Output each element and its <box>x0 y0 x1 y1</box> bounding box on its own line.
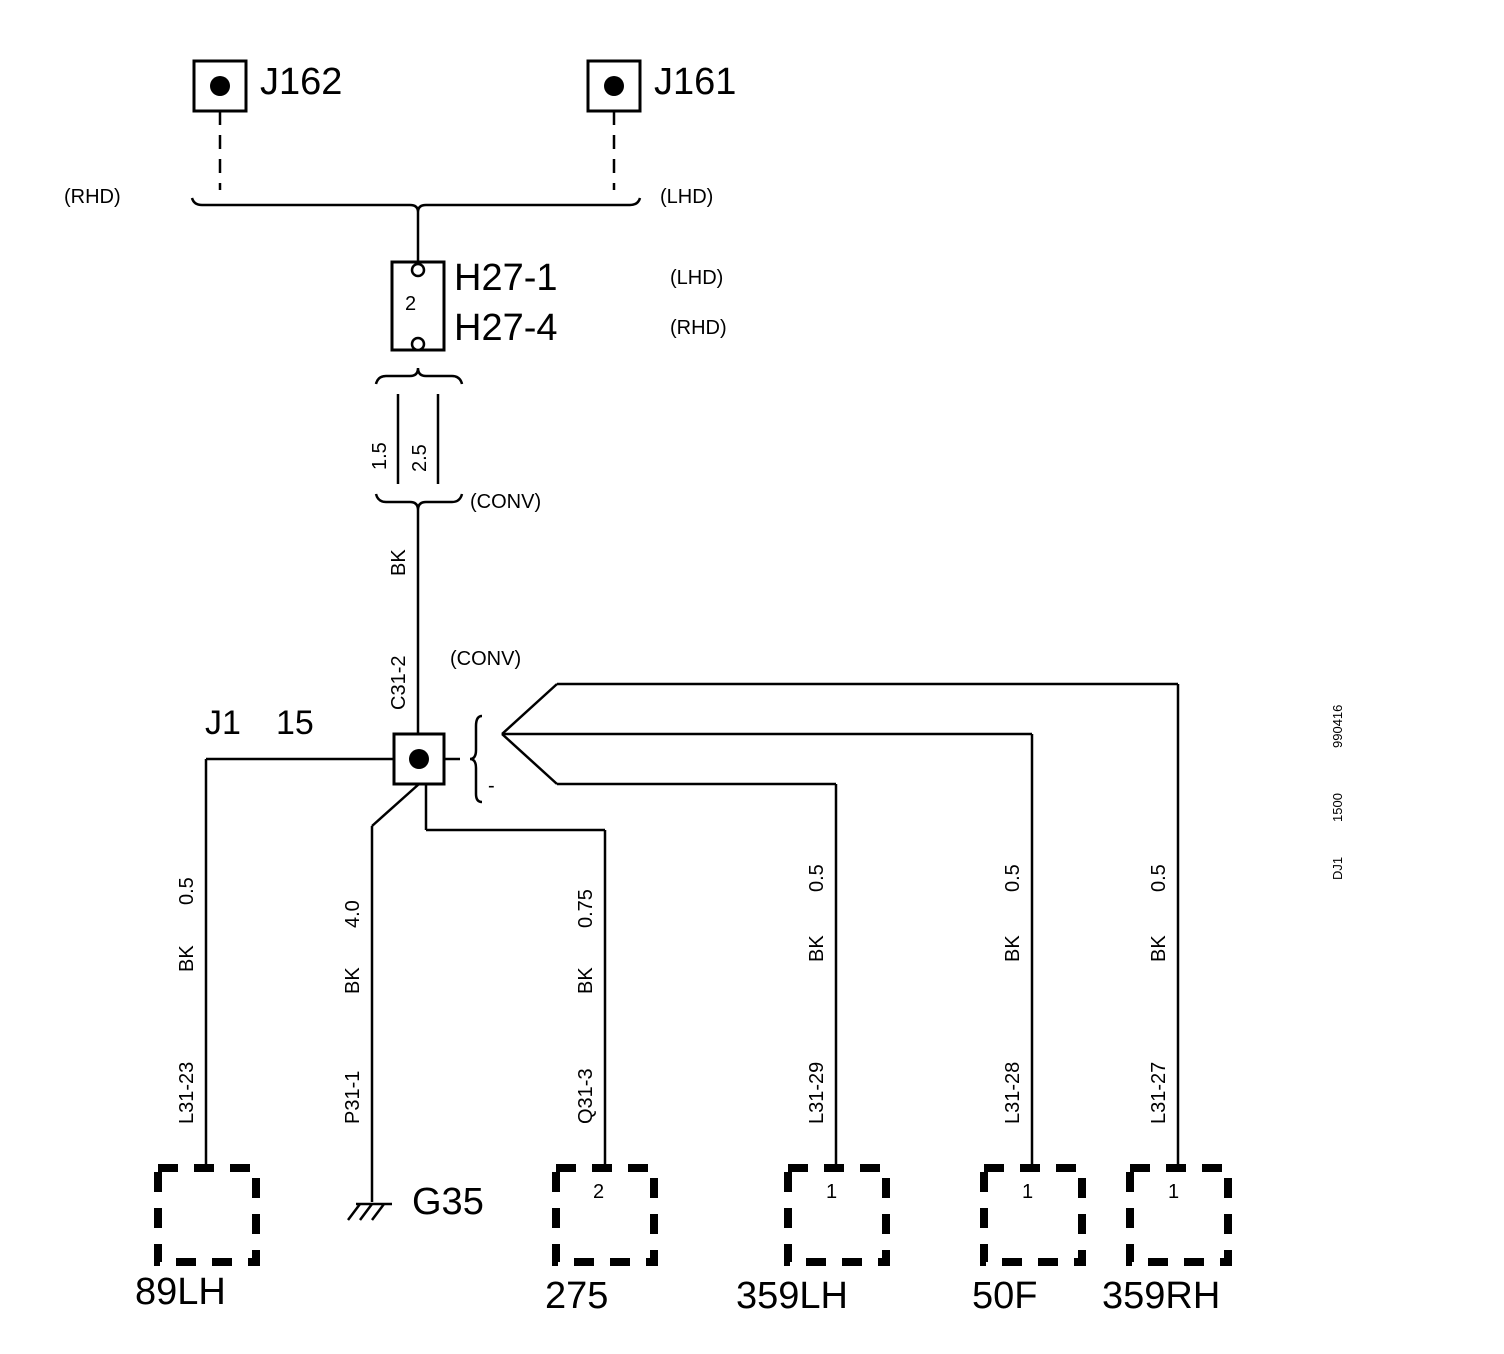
branch-color: BK <box>342 967 364 994</box>
variant-label-lhd: (LHD) <box>660 186 713 208</box>
splice-label: J1 <box>205 704 241 742</box>
component-pin: 1 <box>826 1181 837 1203</box>
branch-color: BK <box>1148 935 1170 962</box>
side-code-number: 1500 <box>1330 793 1345 822</box>
component-pin: 1 <box>1168 1181 1179 1203</box>
component-label: G35 <box>412 1181 484 1223</box>
wire-size-brace-bottom <box>374 493 464 511</box>
branch-50f: 0.5 BK L31-28 1 50F <box>972 864 1086 1317</box>
component-label: 359RH <box>1102 1275 1220 1317</box>
connector-j162: J162 <box>192 59 342 190</box>
component-label: 50F <box>972 1275 1037 1317</box>
conv-brace-right <box>469 714 483 804</box>
connector-j161-label: J161 <box>654 61 736 103</box>
wire-size-b: 2.5 <box>409 444 431 472</box>
side-code-date: 990416 <box>1330 705 1345 748</box>
component-label: 275 <box>545 1275 608 1317</box>
branch-g35: 4.0 BK P31-1 G35 <box>342 900 484 1223</box>
main-wire-color: BK <box>388 549 410 576</box>
connector-h27-1-note: (LHD) <box>670 267 723 289</box>
branch-color: BK <box>806 935 828 962</box>
main-wire-note: (CONV) <box>450 648 521 670</box>
component-label: 89LH <box>135 1271 226 1313</box>
connector-h27-4-label: H27-4 <box>454 307 558 349</box>
branch-pin: L31-28 <box>1002 1062 1024 1124</box>
connector-h27-4-note: (RHD) <box>670 317 727 339</box>
branch-size: 0.5 <box>176 877 198 905</box>
branch-275: 0.75 BK Q31-3 2 275 <box>545 889 658 1317</box>
side-code-id: DJ1 <box>1330 857 1345 880</box>
component-pin: 2 <box>593 1181 604 1203</box>
connector-h27-1-label: H27-1 <box>454 257 558 299</box>
branch-pin: Q31-3 <box>575 1068 597 1124</box>
wire-size-brace-top <box>374 367 464 385</box>
splice-pin: 15 <box>276 704 314 742</box>
component-pin: 1 <box>1022 1181 1033 1203</box>
branch-359lh: 0.5 BK L31-29 1 359LH <box>736 864 890 1317</box>
wire-size-a: 1.5 <box>369 442 391 470</box>
branch-pin: P31-1 <box>342 1071 364 1124</box>
branch-size: 0.5 <box>1148 864 1170 892</box>
branch-89lh: 0.5 BK L31-23 89LH <box>135 877 260 1313</box>
component-label: 359LH <box>736 1275 848 1317</box>
variant-brace-top <box>190 197 642 213</box>
connector-j162-label: J162 <box>260 61 342 103</box>
connector-j161: J161 <box>586 59 736 190</box>
branch-359rh: 0.5 BK L31-27 1 359RH <box>1102 864 1232 1317</box>
branch-color: BK <box>176 945 198 972</box>
branch-size: 0.5 <box>1002 864 1024 892</box>
branch-size: 0.5 <box>806 864 828 892</box>
splice-minus: - <box>488 775 495 797</box>
branch-pin: L31-27 <box>1148 1062 1170 1124</box>
connector-h27-pin: 2 <box>405 293 416 315</box>
branch-color: BK <box>1002 935 1024 962</box>
branch-size: 4.0 <box>342 900 364 928</box>
variant-label-rhd: (RHD) <box>64 186 121 208</box>
main-wire-pin: C31-2 <box>388 656 410 710</box>
splice-j1 <box>392 732 446 786</box>
branch-pin: L31-29 <box>806 1062 828 1124</box>
wire-size-note: (CONV) <box>470 491 541 513</box>
branch-size: 0.75 <box>575 889 597 928</box>
ground-icon <box>347 1202 392 1221</box>
branch-color: BK <box>575 967 597 994</box>
connector-h27: 2 <box>390 260 446 352</box>
branch-pin: L31-23 <box>176 1062 198 1124</box>
